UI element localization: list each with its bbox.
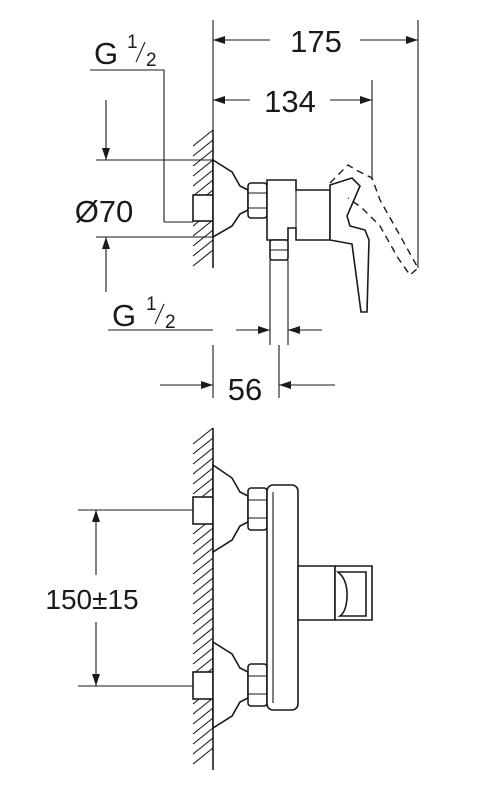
center-distance-dimension [78, 509, 193, 687]
top-thread-den: 2 [146, 50, 157, 71]
hatch-line [192, 457, 214, 475]
hatch-line [192, 169, 214, 187]
lever-depth-dimension [213, 80, 373, 180]
wall-hatching-top [192, 129, 214, 268]
hatch-line [192, 597, 214, 615]
hatch-line [192, 547, 214, 565]
hatch-line [192, 139, 214, 157]
thread-leaders [90, 69, 213, 331]
center-distance-label: 150±15 [45, 584, 138, 615]
hatch-line [192, 219, 214, 237]
hatch-line [192, 567, 214, 585]
lower-flange-front [192, 640, 268, 730]
hatch-line [192, 737, 214, 755]
front-view: 150±15 [45, 427, 373, 770]
hatch-line [192, 697, 214, 715]
diameter-label: Ø70 [75, 194, 134, 229]
hatch-line [192, 477, 214, 495]
mixer-lever-front [297, 565, 373, 621]
hatch-line [192, 129, 214, 147]
hatch-line [192, 467, 214, 485]
overall-depth-dimension [212, 20, 419, 268]
bottom-thread-label: G 1 2 [112, 294, 176, 333]
hatch-line [192, 577, 214, 595]
hatch-line [192, 427, 214, 445]
hatch-line [192, 707, 214, 725]
hatch-line [192, 587, 214, 605]
top-thread-label: G 1 2 [94, 32, 157, 71]
mixer-body-front [266, 484, 299, 711]
hatch-line [192, 239, 214, 257]
shower-outlet [269, 239, 289, 261]
hatch-line [192, 647, 214, 665]
hatch-line [192, 727, 214, 745]
hatch-line [192, 717, 214, 735]
hatch-line [192, 159, 214, 177]
hatch-line [192, 747, 214, 765]
wall-flange-upper [192, 158, 249, 239]
hatch-line [192, 447, 214, 465]
hatch-line [192, 527, 214, 545]
hatch-line [192, 627, 214, 645]
hatch-line [192, 557, 214, 575]
hatch-line [192, 617, 214, 635]
lever-depth-label: 134 [264, 84, 316, 119]
mixer-lever [329, 164, 419, 313]
outlet-thread-dimension [236, 260, 322, 345]
side-view: 175 134 Ø70 56 G 1 2 G 1 2 [75, 20, 419, 407]
hatch-line [192, 179, 214, 197]
top-thread-base: G [94, 36, 118, 71]
bottom-thread-den: 2 [165, 312, 176, 333]
bottom-thread-num: 1 [146, 294, 157, 315]
hatch-line [192, 437, 214, 455]
outlet-offset-label: 56 [228, 372, 262, 407]
hatch-line [192, 537, 214, 555]
overall-depth-label: 175 [290, 24, 342, 59]
hatch-line [192, 149, 214, 167]
bottom-thread-base: G [112, 298, 136, 333]
top-thread-num: 1 [127, 32, 138, 53]
hatch-line [192, 229, 214, 247]
outlet-offset-dimension [160, 345, 335, 398]
hatch-line [192, 637, 214, 655]
connection-nut [247, 182, 268, 219]
wall-hatching-bottom [192, 427, 214, 770]
upper-flange-front [192, 463, 268, 554]
mixer-body [266, 179, 331, 241]
hatch-line [192, 249, 214, 267]
hatch-line [192, 607, 214, 625]
diameter-dimension [96, 100, 213, 292]
